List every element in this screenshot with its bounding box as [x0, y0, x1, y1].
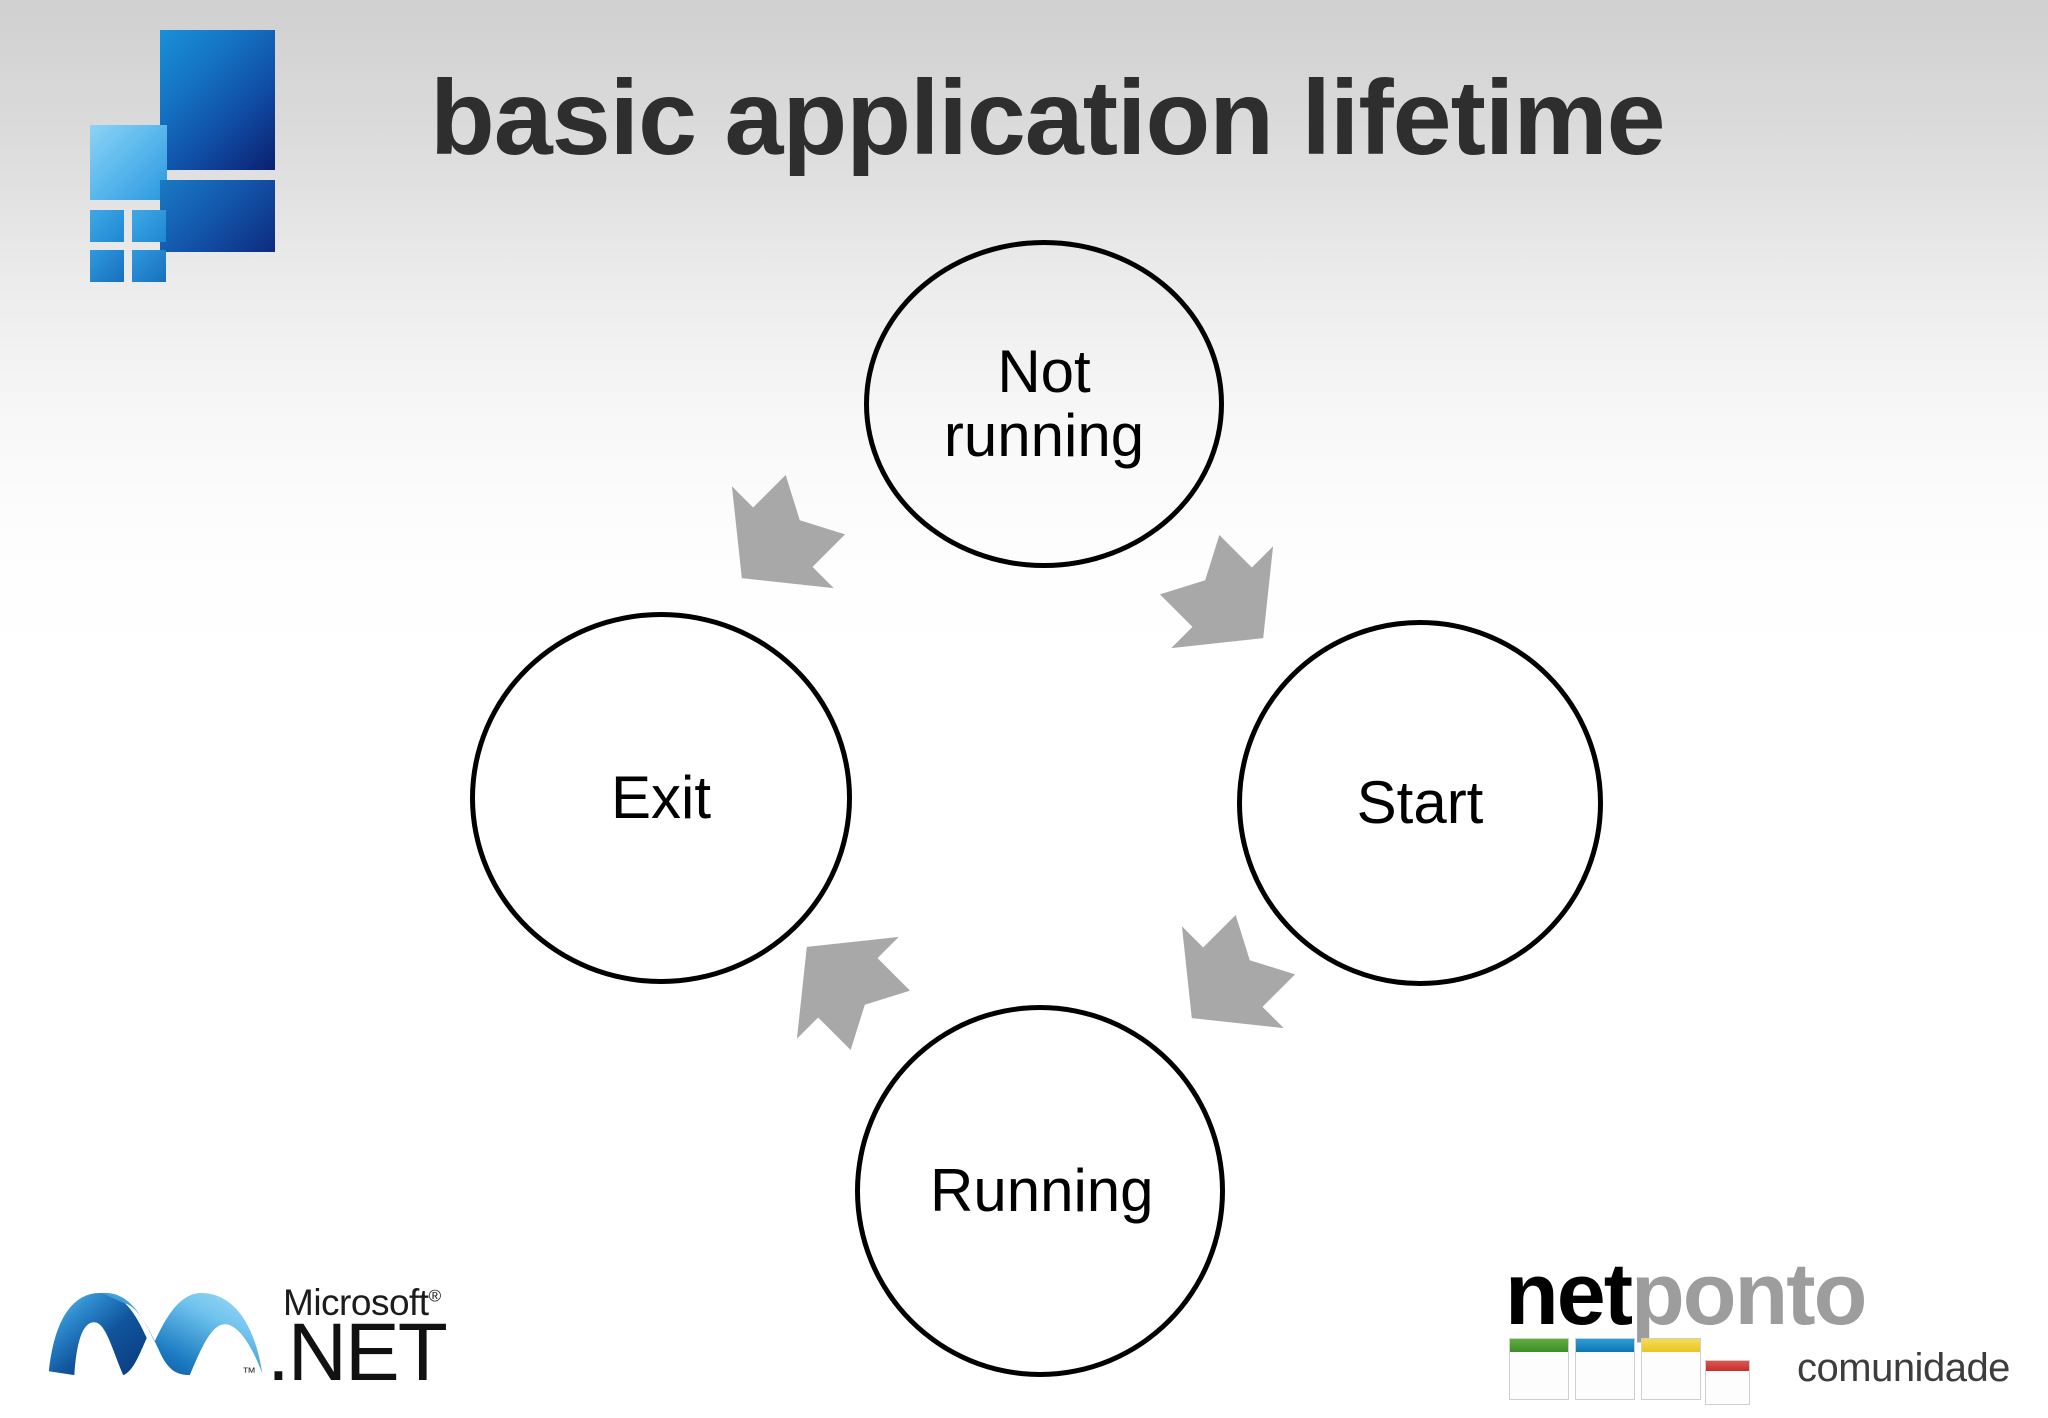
dotnet-swoosh-icon — [48, 1292, 263, 1376]
netponto-comunidade-logo: netponto comunidade — [1505, 1250, 2015, 1410]
medium-tile-icon — [90, 125, 167, 200]
microsoft-dotnet-logo: Microsoft® ™ .NET — [45, 1268, 448, 1408]
small-tile-3-icon — [90, 250, 124, 282]
window-square-green-icon — [1509, 1338, 1569, 1400]
microsoft-wordmark: Microsoft® — [283, 1282, 442, 1323]
node-not-running-label: Not running — [943, 338, 1145, 469]
node-running-label: Running — [930, 1157, 1154, 1225]
small-tile-1-icon — [90, 210, 124, 242]
metro-squares-logo — [45, 30, 275, 282]
node-exit-label: Exit — [610, 764, 712, 832]
dotnet-wordmark: .NET — [267, 1307, 448, 1398]
large-tile-icon — [160, 30, 275, 170]
trademark-mark: ™ — [242, 1364, 256, 1380]
comunidade-text: comunidade — [1797, 1346, 2010, 1390]
net-text: net — [1505, 1244, 1633, 1343]
netponto-wordmark: netponto — [1505, 1250, 1867, 1338]
window-square-yellow-icon — [1641, 1338, 1701, 1400]
node-start[interactable]: Start — [1237, 620, 1603, 986]
wide-tile-icon — [160, 180, 275, 252]
registered-mark: ® — [428, 1286, 442, 1306]
node-running[interactable]: Running — [855, 1005, 1225, 1377]
ponto-text: ponto — [1631, 1244, 1867, 1343]
small-tile-2-icon — [132, 210, 166, 242]
node-start-label: Start — [1356, 769, 1484, 837]
window-square-red-icon — [1705, 1360, 1750, 1405]
small-tile-4-icon — [132, 250, 166, 282]
page-title: basic application lifetime — [430, 59, 1666, 177]
node-exit[interactable]: Exit — [470, 612, 852, 984]
node-not-running[interactable]: Not running — [864, 240, 1224, 568]
window-square-blue-icon — [1575, 1338, 1635, 1400]
